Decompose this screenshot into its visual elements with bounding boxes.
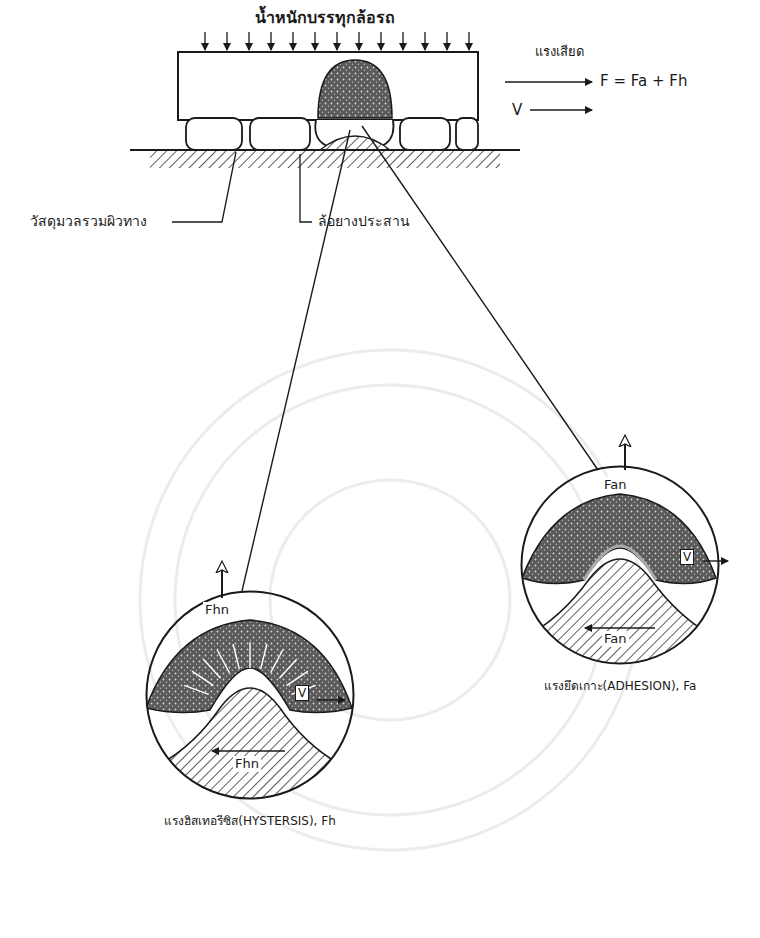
adhesion-detail: FanVFanแรงยึดเกาะ(ADHESION), Fa (520, 465, 720, 665)
load-arrow (446, 32, 447, 50)
pressure-stroke (233, 644, 239, 669)
friction-force: Fan (602, 631, 629, 647)
pressure-stroke (203, 659, 220, 678)
force-equation: F = Fa + Fh (600, 72, 687, 90)
load-arrow (424, 32, 425, 50)
normal-force: Fan (602, 477, 629, 493)
pressure-stroke (192, 671, 214, 686)
pressure-stroke (261, 644, 267, 669)
aggregate-label: วัสดุมวลรวมผิวทาง (30, 213, 147, 230)
pressure-stroke (286, 671, 308, 686)
load-arrow (226, 32, 227, 50)
load-arrow (314, 32, 315, 50)
friction-label: แรงเสียด (535, 44, 584, 60)
load-arrow (270, 32, 271, 50)
pressure-stroke (279, 659, 296, 678)
tread-label: ล้อยางประสาน (318, 213, 410, 230)
velocity-label: V (680, 549, 694, 565)
load-arrow (204, 32, 205, 50)
pressure-stroke (271, 650, 283, 673)
velocity-label: V (295, 685, 309, 701)
load-arrow (402, 32, 403, 50)
detail-caption: แรงฮิสเทอรีซิส(HYSTERSIS), Fh (162, 814, 338, 828)
friction-force: Fhn (233, 756, 261, 772)
load-arrow (468, 32, 469, 50)
load-arrow (248, 32, 249, 50)
detail-caption: แรงยึดเกาะ(ADHESION), Fa (542, 679, 699, 693)
pressure-stroke (217, 650, 229, 673)
load-label: น้ำหนักบรรทุกล้อรถ (255, 8, 395, 27)
load-arrow (292, 32, 293, 50)
hysteresis-detail: FhnVFhnแรงฮิสเทอรีซิส(HYSTERSIS), Fh (145, 590, 355, 800)
load-arrow (336, 32, 337, 50)
velocity-label: V (512, 101, 522, 119)
load-arrow (380, 32, 381, 50)
load-arrow (358, 32, 359, 50)
normal-force: Fhn (203, 602, 231, 618)
pressure-stroke (249, 642, 250, 668)
pressure-stroke (184, 685, 208, 694)
